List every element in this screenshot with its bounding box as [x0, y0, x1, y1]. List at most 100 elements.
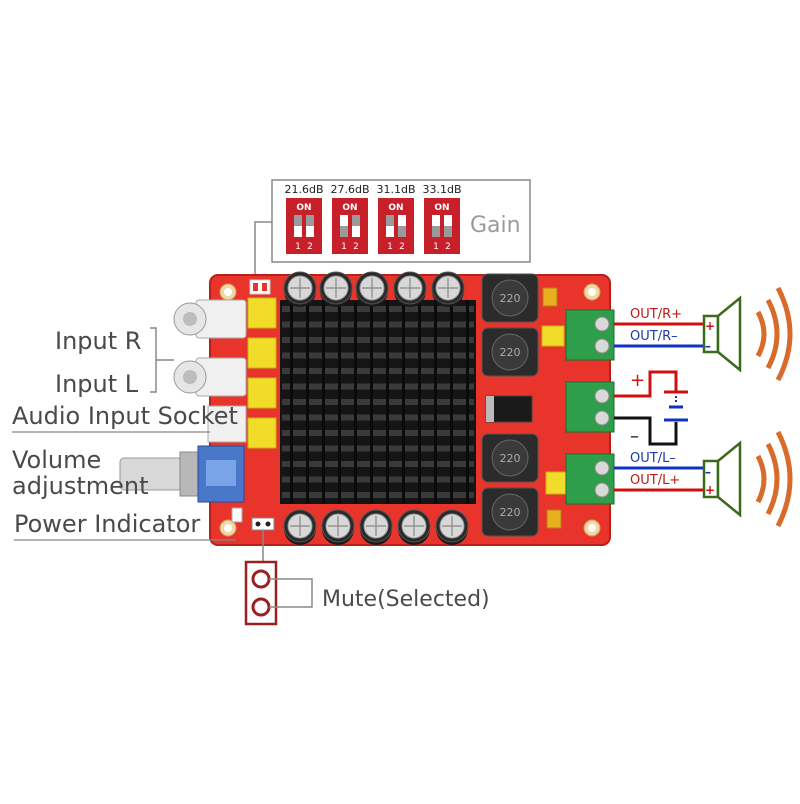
gain-switch-4-num-2: 2 [445, 242, 451, 252]
gain-switch-1-body [286, 198, 322, 254]
mute-label: Mute(Selected) [322, 587, 490, 612]
input-capacitors [247, 297, 277, 449]
gain-switch-2-db: 27.6dB [330, 183, 369, 196]
heatsink-fin [282, 337, 474, 343]
heatsink-slot [306, 300, 309, 504]
terminal-power-screw-2 [594, 410, 610, 426]
volume-potentiometer [119, 445, 245, 503]
inductor-code: 220 [500, 452, 521, 465]
terminal-power-body [565, 381, 615, 433]
gain-switch-2-num-1: 1 [341, 242, 347, 252]
electrolytic-capacitor [283, 271, 317, 307]
heatsink-slot [418, 300, 421, 504]
output-left: OUT/L– OUT/L+ [614, 451, 704, 492]
gain-leader-line [254, 221, 272, 282]
electrolytic-capacitor [397, 509, 431, 545]
mount-hole-br-inner [588, 524, 596, 532]
board-mute-pin-1 [255, 521, 261, 527]
heatsink-slot [354, 300, 357, 504]
heatsink-slot [322, 300, 325, 504]
rca-r-pin [183, 312, 197, 326]
rca-socket-l [173, 357, 247, 397]
mount-hole-tr-inner [588, 288, 596, 296]
gain-switch-2-on-label: ON [342, 203, 357, 213]
sound-wave-l-2 [765, 442, 780, 516]
gain-switch-3-on-label: ON [388, 203, 403, 213]
speaker-r-minus-sign: – [705, 339, 711, 353]
board-dip-lever-1 [253, 283, 258, 291]
input-cap-4 [247, 417, 277, 449]
sound-wave-r-3 [775, 286, 793, 382]
board-mute-jumper [251, 517, 275, 531]
heatsink-fin [282, 430, 474, 436]
heatsink-fin [282, 414, 474, 421]
heatsink-slot [402, 300, 405, 504]
inductor-core [491, 333, 529, 371]
electrolytic-capacitor [319, 271, 353, 307]
electrolytic-capacitor [355, 271, 389, 307]
heatsink-fin [282, 476, 474, 483]
mute-pin-bottom [251, 597, 271, 617]
smd-cap-1 [542, 287, 558, 307]
sound-wave-r-1 [755, 310, 767, 358]
terminal-out-l-screw-2 [594, 482, 610, 498]
audio-input-socket [207, 405, 247, 443]
gain-switch-4-body [424, 198, 460, 254]
gain-switch-4-lever-2 [444, 226, 452, 237]
speaker-l-plus-sign: + [705, 483, 715, 497]
heatsink-slot [338, 300, 341, 504]
gain-switch-3-body [378, 198, 414, 254]
inductor-core [491, 279, 529, 317]
input-cap-1 [247, 297, 277, 329]
rca-socket-r [173, 299, 247, 339]
heatsink-fin [282, 383, 474, 390]
inductor-1: 220 [481, 273, 539, 323]
gain-title: Gain [470, 213, 521, 238]
terminal-out-r-body [565, 309, 615, 361]
electrolytic-capacitor [435, 509, 469, 545]
heatsink-fin [282, 445, 474, 452]
terminal-out-l-screw-1 [594, 460, 610, 476]
inductor-code: 220 [500, 346, 521, 359]
inductors: 220 220 220 220 [481, 273, 539, 537]
inductor-4: 220 [481, 487, 539, 537]
sound-wave-l-1 [755, 454, 767, 504]
capacitors-top [283, 271, 465, 307]
terminal-out-l-body [565, 453, 615, 505]
heatsink-fin [282, 399, 474, 405]
gain-switch-4-on-label: ON [434, 203, 449, 213]
terminal-power [565, 381, 615, 433]
gain-switch-1-lever-2 [306, 215, 314, 226]
gain-switch-3-num-2: 2 [399, 242, 405, 252]
heatsink-slot [386, 300, 389, 504]
out-r-plus-label: OUT/R+ [630, 307, 682, 322]
mount-hole-bl-inner [224, 524, 232, 532]
power-diode-band [486, 396, 494, 422]
speaker-l-cone [716, 440, 742, 518]
input-cap-2 [247, 337, 277, 369]
gain-switch-1-lever-1 [294, 215, 302, 226]
capacitors-bottom [283, 509, 469, 545]
mute-bracket [269, 578, 313, 608]
power-plus-wire [614, 370, 678, 398]
output-cap-l [545, 471, 569, 495]
power-supply: + – [614, 370, 688, 447]
inductor-core [491, 439, 529, 477]
sound-wave-r-2 [765, 298, 780, 370]
output-right: OUT/R+ OUT/R– [614, 307, 704, 348]
electrolytic-capacitor [393, 271, 427, 307]
terminal-out-r-screw-1 [594, 316, 610, 332]
speaker-right: + – [702, 286, 793, 382]
heatsink-fin [282, 492, 474, 498]
terminal-out-r-screw-2 [594, 338, 610, 354]
heatsink-fin [282, 461, 474, 467]
terminal-out-r [565, 309, 615, 361]
heatsink [280, 300, 476, 504]
inductor-3: 220 [481, 433, 539, 483]
inductor-core [491, 493, 529, 531]
gain-switch-1-on-label: ON [296, 203, 311, 213]
